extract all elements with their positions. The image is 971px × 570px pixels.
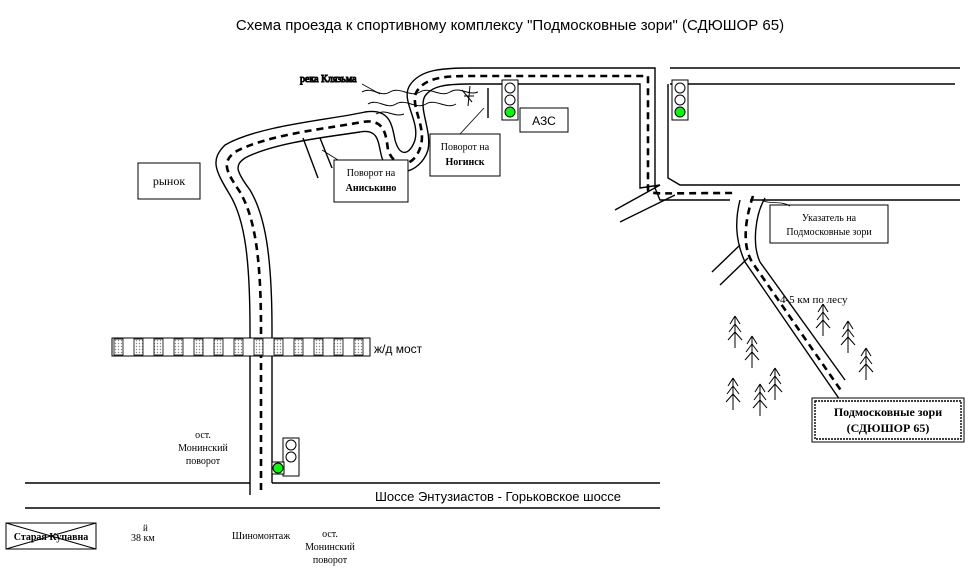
stop1-line2: Монинский <box>178 443 228 454</box>
rail-tie <box>333 338 344 356</box>
river: река Клязьма <box>300 74 479 116</box>
anniskino-line1: Поворот на <box>347 168 396 179</box>
rail-tie <box>133 338 144 356</box>
destination-box: Подмосковные зори (СДЮШОР 65) <box>811 397 965 443</box>
highway-road: Шоссе Энтузиастов - Горьковское шоссе <box>25 482 660 509</box>
map-title: Схема проезда к спортивному комплексу "П… <box>236 17 784 34</box>
tree-icon <box>752 383 768 416</box>
tree-icon <box>744 335 760 368</box>
anniskino-turn-box: Поворот на Аниськино <box>321 149 409 203</box>
rail-tie <box>233 338 244 356</box>
noginsk-line1: Поворот на <box>441 142 490 153</box>
destination-line1: Подмосковные зори <box>834 405 942 419</box>
rail-tie <box>293 338 304 356</box>
rail-tie <box>213 338 224 356</box>
tree-icon <box>767 367 783 400</box>
rail-tie <box>153 338 164 356</box>
rail-tie <box>193 338 204 356</box>
stop2-line1: ост. <box>322 529 338 540</box>
stop1-line1: ост. <box>195 430 211 441</box>
tree-icon <box>727 315 743 348</box>
rail-tie <box>253 338 264 356</box>
pointer-line1: Указатель на <box>802 213 857 224</box>
anniskino-line2: Аниськино <box>346 183 397 194</box>
forest-distance-label: 4-5 км по лесу <box>780 294 848 306</box>
rail-tie <box>173 338 184 356</box>
stop2-line3: поворот <box>313 555 348 566</box>
rail-bridge-label: ж/д мост <box>374 342 423 356</box>
pointer-line2: Подмосковные зори <box>786 227 872 238</box>
rail-bridge: ж/д мост <box>111 337 423 357</box>
noginsk-line2: Ногинск <box>445 157 484 168</box>
tire-service-label: Шиномонтаж <box>232 531 290 542</box>
pointer-box: Указатель на Подмосковные зори <box>761 199 889 244</box>
forest <box>725 303 874 416</box>
tree-icon <box>858 347 874 380</box>
noginsk-turn-box: Поворот на Ногинск <box>429 107 501 177</box>
rail-tie <box>313 338 324 356</box>
traffic-light-highway <box>271 437 300 477</box>
old-kupavna-label: Старая Купавна <box>14 532 89 543</box>
tree-icon <box>840 320 856 353</box>
tree-icon <box>725 377 741 410</box>
traffic-light-azs <box>501 79 519 121</box>
market-label: рынок <box>153 174 185 188</box>
river-label: река Клязьма <box>300 74 357 85</box>
azs-label: АЗС <box>532 114 556 128</box>
destination-line2: (СДЮШОР 65) <box>847 421 930 435</box>
tree-icon <box>815 303 831 336</box>
km38-superscript: й <box>143 523 148 533</box>
route-road <box>215 67 846 490</box>
stop2-line2: Монинский <box>305 542 355 553</box>
stop1-line3: поворот <box>186 456 221 467</box>
side-roads <box>249 67 960 495</box>
rail-tie <box>113 338 124 356</box>
bus-stop-lower: ост. Монинский поворот <box>305 529 355 566</box>
highway-label: Шоссе Энтузиастов - Горьковское шоссе <box>375 489 621 504</box>
azs-box: АЗС <box>519 107 569 133</box>
market-box: рынок <box>137 162 201 200</box>
rail-tie <box>353 338 364 356</box>
rail-tie <box>273 338 284 356</box>
old-kupavna-box: Старая Купавна <box>5 522 97 550</box>
traffic-light-junction <box>671 79 689 121</box>
bus-stop-upper: ост. Монинский поворот <box>178 430 228 467</box>
km38-label: 38 км <box>131 533 155 544</box>
